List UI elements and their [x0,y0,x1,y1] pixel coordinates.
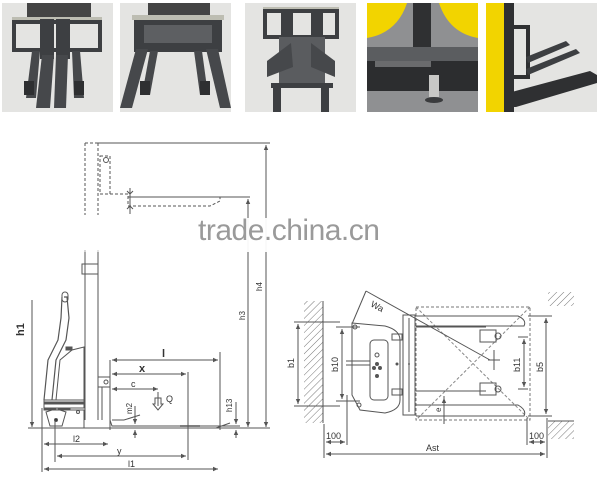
watermark-text: trade.china.cn [198,214,380,247]
label-Ast: Ast [426,443,440,453]
label-b5: b5 [535,362,545,372]
photo-drive-unit-closeup [367,3,478,112]
label-y: y [117,446,122,456]
label-b11: b11 [512,358,522,372]
label-b1: b1 [286,358,296,368]
label-h4: h4 [255,282,264,291]
label-clearance-left: 100 [326,431,341,441]
label-e: e [434,407,443,412]
label-l2: l2 [73,434,80,444]
photo-fork-carriage-front-narrow [2,3,113,112]
watermark-glow [40,218,460,252]
label-h1: h1 [15,323,27,336]
top-view-drawing [294,290,574,458]
label-clearance-right: 100 [529,431,544,441]
label-Wa: Wa [369,299,385,314]
label-b10: b10 [330,357,340,372]
side-view-drawing [28,142,270,472]
label-Q: Q [166,394,173,404]
photo-fork-carriage-front-wide [120,3,231,112]
label-h3: h3 [238,311,247,320]
side-view-labels: h1 h4 h3 h13 l x c Q m2 l2 y l1 [15,282,264,469]
label-h13: h13 [225,398,234,412]
label-l1: l1 [128,459,135,469]
label-m2: m2 [125,402,134,414]
photo-side-view-forks [486,3,597,112]
label-l: l [162,348,165,360]
label-x: x [139,363,146,375]
photo-fork-carriage-tilted [245,3,356,112]
label-c: c [131,379,136,389]
